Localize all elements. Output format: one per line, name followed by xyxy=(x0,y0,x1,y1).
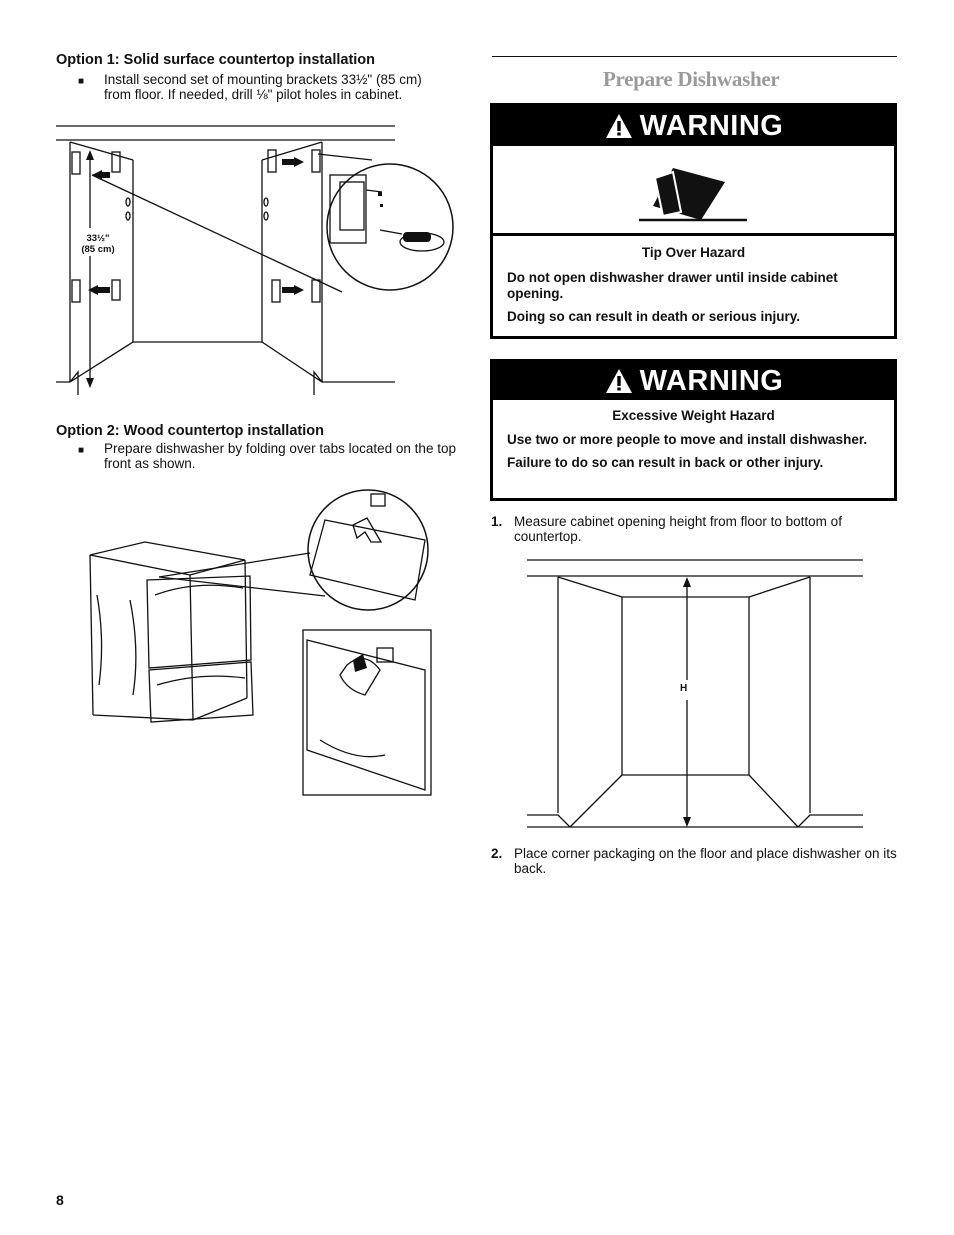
height-h-label: H xyxy=(680,683,688,694)
option1-heading: Option 1: Solid surface countertop insta… xyxy=(56,52,376,68)
page-number: 8 xyxy=(56,1192,64,1208)
warning-line-2: Failure to do so can result in back or o… xyxy=(507,455,824,470)
warning-label: WARNING xyxy=(639,109,784,142)
option2-heading: Option 2: Wood countertop installation xyxy=(56,423,324,439)
option1-bullet: ■ Install second set of mounting bracket… xyxy=(78,72,448,102)
step-text: Measure cabinet opening height from floo… xyxy=(514,514,842,544)
warning-label: WARNING xyxy=(639,364,784,397)
warning-box-weight: WARNING Excessive Weight Hazard Use two … xyxy=(490,359,897,501)
dimension-inches: 33½" xyxy=(86,233,110,244)
warning-line-1: Use two or more people to move and insta… xyxy=(507,432,868,447)
section-divider xyxy=(492,56,897,57)
option2-bullet: ■ Prepare dishwasher by folding over tab… xyxy=(78,441,458,471)
warning-header: WARNING xyxy=(493,106,894,146)
tip-over-pictogram-area xyxy=(493,146,894,236)
dimension-cm: (85 cm) xyxy=(81,244,115,255)
option2-bullet-text: Prepare dishwasher by folding over tabs … xyxy=(104,441,456,471)
hazard-title: Tip Over Hazard xyxy=(641,245,746,260)
warning-box-tip-over: WARNING Tip Over Hazard Do not open dish… xyxy=(490,103,897,339)
bullet-square-icon: ■ xyxy=(78,76,85,87)
bullet-square-icon: ■ xyxy=(78,445,85,456)
warning-line-2: Doing so can result in death or serious … xyxy=(507,309,801,324)
hazard-title: Excessive Weight Hazard xyxy=(612,408,775,423)
cabinet-opening-figure xyxy=(527,559,863,828)
warning-line-1: Do not open dishwasher drawer until insi… xyxy=(507,270,838,301)
warning-text: Tip Over Hazard Do not open dishwasher d… xyxy=(493,236,894,325)
step-number: 2. xyxy=(491,846,503,861)
bracket-install-figure xyxy=(56,125,454,395)
warning-header: WARNING xyxy=(493,362,894,400)
step-number: 1. xyxy=(491,514,503,529)
warning-text: Excessive Weight Hazard Use two or more … xyxy=(493,400,894,471)
step-1: 1. Measure cabinet opening height from f… xyxy=(491,514,891,544)
option1-bullet-text: Install second set of mounting brackets … xyxy=(104,72,422,102)
warning-triangle-icon xyxy=(605,369,632,393)
tip-over-hazard-icon xyxy=(639,168,747,222)
step-2: 2. Place corner packaging on the floor a… xyxy=(491,846,901,876)
height-dimension-label: 33½" (85 cm) xyxy=(74,233,122,255)
section-title: Prepare Dishwasher xyxy=(603,67,780,91)
step-text: Place corner packaging on the floor and … xyxy=(514,846,897,876)
fold-tabs-figure xyxy=(89,489,432,796)
warning-triangle-icon xyxy=(605,114,632,138)
